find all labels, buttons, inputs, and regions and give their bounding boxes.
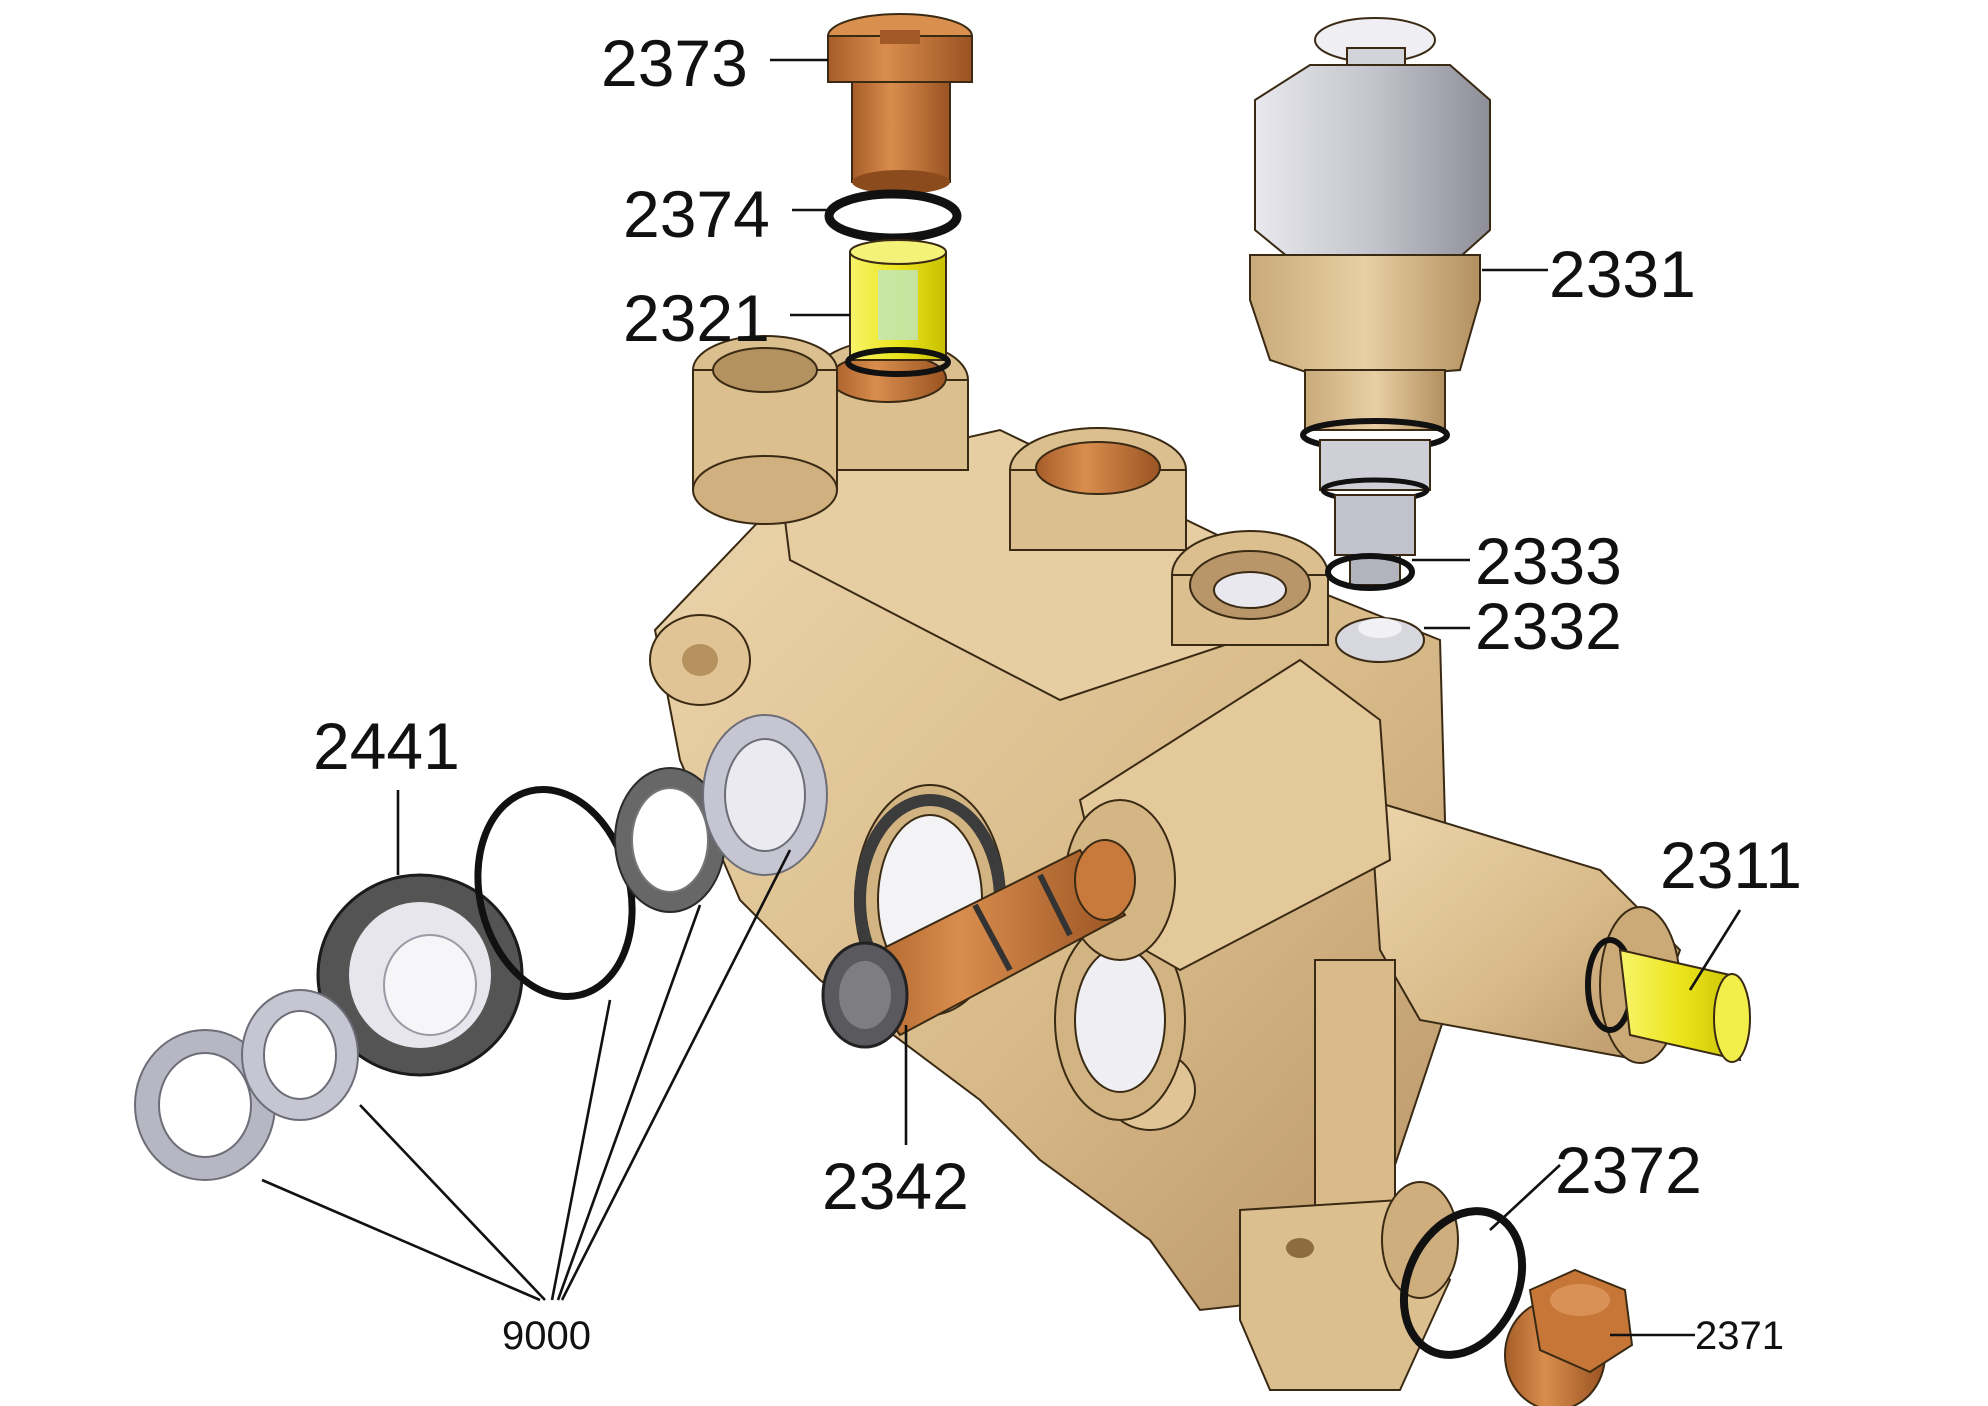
part-2333-o-ring: [1325, 553, 1415, 591]
part-2321-valve: [845, 239, 951, 377]
label-2342: 2342: [822, 1149, 969, 1223]
part-2332-seat: [1335, 617, 1425, 663]
label-2371: 2371: [1695, 1314, 1784, 1358]
label-9000: 9000: [502, 1314, 591, 1358]
label-2321: 2321: [623, 281, 770, 355]
label-2311: 2311: [1660, 828, 1802, 902]
leader-9000-b: [359, 1104, 546, 1301]
label-2332: 2332: [1475, 589, 1622, 663]
leader-9000-c: [550, 999, 612, 1301]
part-2373-plug: [827, 13, 973, 194]
leader-9000-d: [556, 904, 702, 1301]
part-2342-valve-insert: [821, 839, 1136, 1049]
leader-lines: [261, 58, 1742, 1337]
label-2331: 2331: [1549, 237, 1696, 311]
part-2372-o-ring: [1399, 1207, 1527, 1359]
upper-left-valve-boss: [692, 335, 838, 525]
label-2372: 2372: [1555, 1133, 1702, 1207]
part-2331-unloader: [1249, 17, 1491, 586]
label-2374: 2374: [623, 177, 770, 251]
part-number-labels: 2373 2374 2321 2331 2333 2332 2441 2311 …: [313, 26, 1802, 1358]
part-2311-valve: [1585, 937, 1751, 1063]
seal-kit-9000-parts: [134, 714, 828, 1181]
leader-2311: [1688, 909, 1742, 991]
label-2373: 2373: [601, 26, 748, 100]
label-2333: 2333: [1475, 524, 1622, 598]
leader-9000-a: [261, 1178, 541, 1302]
part-2374-o-ring: [824, 189, 962, 243]
part-2371-drain-plug: [1504, 1268, 1634, 1406]
leader-2372: [1489, 1164, 1561, 1231]
leader-9000-e: [560, 849, 792, 1301]
part-2441-seal-holder: [316, 873, 524, 1077]
label-2441: 2441: [313, 709, 460, 783]
